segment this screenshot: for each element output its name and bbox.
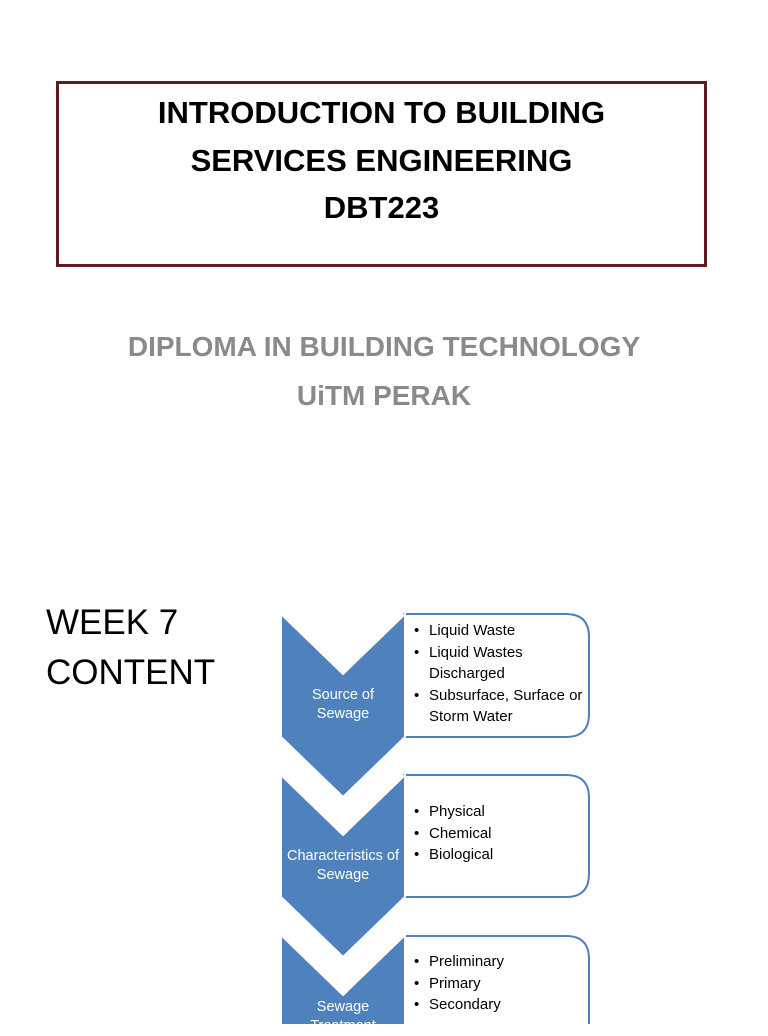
step-2-label-line-2: Sewage [316,867,370,883]
step-3-bullet-item: Secondary [411,994,583,1016]
step-1-bullet-list: Liquid Waste Liquid Wastes Discharged Su… [411,620,583,728]
step-2-bullet-list: Physical Chemical Biological [411,801,583,866]
week-heading-line-2: CONTENT [46,653,216,692]
title-line-3: DBT223 [323,190,440,225]
subtitle-line-2: UiTM PERAK [296,380,472,411]
step-2-label-line-1: Characteristics of [286,848,399,864]
step-1-label-line-1: Source of [311,687,375,703]
subtitle-line-1: DIPLOMA IN BUILDING TECHNOLOGY [127,331,641,362]
step-2-bullet-item: Physical [411,801,583,823]
step-1-bullet-item: Liquid Waste [411,620,583,642]
step-3-label-line-1: Sewage [316,999,370,1015]
title-line-2: SERVICES ENGINEERING [190,143,573,178]
step-3-chevron [280,932,406,1024]
step-2-label: Characteristics of Sewage [281,847,405,885]
week-heading-line-1: WEEK 7 [46,603,179,642]
step-1-label-line-2: Sewage [316,706,370,722]
step-1-chevron [280,611,406,799]
step-2-chevron [280,772,406,959]
step-2-bullet-item: Biological [411,844,583,866]
step-1-label: Source of Sewage [281,686,405,724]
title-line-1: INTRODUCTION TO BUILDING [157,95,606,130]
step-3-label-line-2: Treatment [310,1018,376,1034]
step-3-label: Sewage Treatment [281,998,405,1036]
title-box: INTRODUCTION TO BUILDING SERVICES ENGINE… [56,81,707,267]
step-1-bullet-item: Liquid Wastes Discharged [411,642,583,685]
step-3-bullet-item: Preliminary [411,951,583,973]
step-1-bullet-item: Subsurface, Surface or Storm Water [411,685,583,728]
step-3-bullet-list: Preliminary Primary Secondary [411,951,583,1016]
step-3-bullet-item: Primary [411,973,583,995]
step-2-bullet-item: Chemical [411,823,583,845]
